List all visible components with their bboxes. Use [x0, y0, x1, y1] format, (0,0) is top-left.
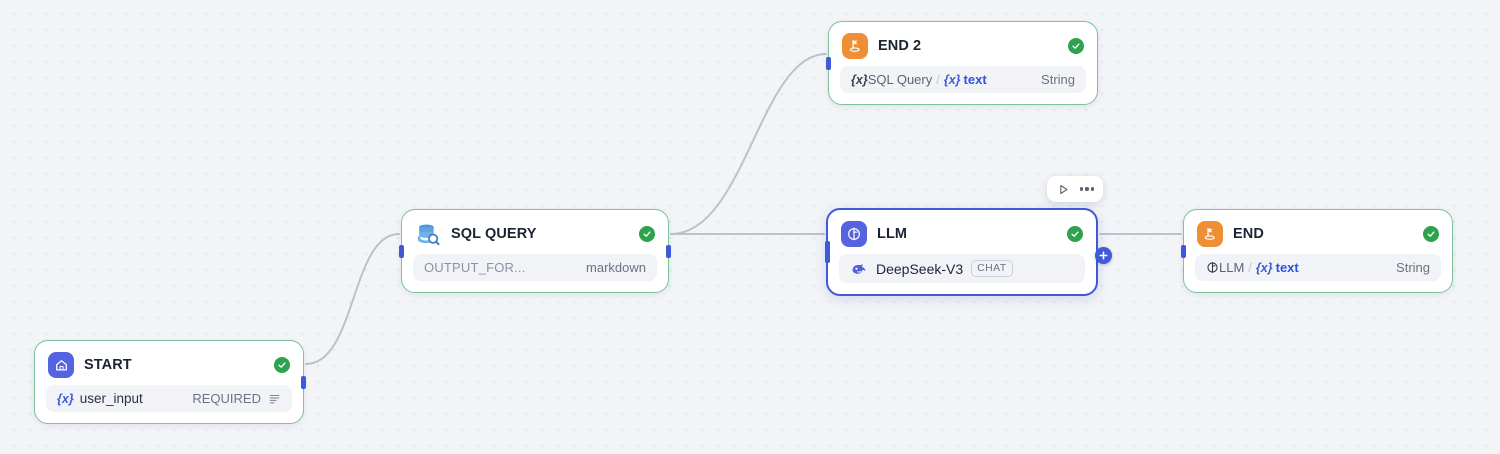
- node-llm[interactable]: LLM: [825, 208, 1112, 296]
- node-start-input-row[interactable]: {x} user_input REQUIRED: [46, 385, 292, 412]
- edge-start-to-sqlquery: [305, 233, 400, 365]
- node-end-input-handle[interactable]: [1181, 245, 1186, 258]
- deepseek-whale-icon: [850, 260, 868, 278]
- node-llm-model-row[interactable]: DeepSeek-V3 CHAT: [839, 254, 1085, 283]
- node-end2-title: END 2: [878, 38, 922, 54]
- home-icon: [48, 352, 74, 378]
- llm-circle-icon: [841, 221, 867, 247]
- node-end2-header: END 2: [829, 22, 1097, 66]
- node-start-header: START: [35, 341, 303, 385]
- node-end-output-row[interactable]: LLM / {x} text String: [1195, 254, 1441, 281]
- node-start-header-right: [274, 357, 290, 373]
- status-success-icon: [1423, 226, 1439, 242]
- node-start-title: START: [84, 357, 132, 373]
- node-end2-output-label: text: [963, 72, 987, 87]
- variable-token-icon: {x}: [1255, 260, 1273, 275]
- run-node-button[interactable]: [1052, 179, 1074, 199]
- node-start[interactable]: START {x} user_input REQUIRED: [34, 340, 306, 424]
- node-end2-output-row[interactable]: {x} SQL Query / {x} text String: [840, 66, 1086, 93]
- node-llm-model: DeepSeek-V3 CHAT: [850, 260, 1013, 278]
- node-llm-model-badge: CHAT: [971, 260, 1013, 277]
- variable-token-icon: {x}: [943, 72, 961, 87]
- database-search-icon: [415, 221, 441, 247]
- llm-circle-icon: [1206, 261, 1219, 274]
- flag-pin-icon: [842, 33, 868, 59]
- node-llm-header: LLM: [828, 210, 1096, 254]
- node-end-source-label: LLM: [1219, 260, 1245, 275]
- node-sql-query[interactable]: SQL QUERY OUTPUT_FOR... markdown: [399, 209, 671, 293]
- node-end2-body: {x} SQL Query / {x} text String: [829, 66, 1097, 104]
- node-start-required-badge: REQUIRED: [192, 391, 261, 406]
- node-start-output-handle[interactable]: [301, 376, 306, 389]
- add-next-node-button[interactable]: [1095, 247, 1112, 264]
- node-start-variable-name: user_input: [79, 391, 143, 406]
- node-end-output-source: LLM / {x} text: [1206, 260, 1299, 275]
- node-end2-output-source: {x} SQL Query / {x} text: [851, 72, 987, 87]
- path-separator: /: [1248, 260, 1252, 275]
- edge-sqlquery-to-end2: [670, 53, 827, 235]
- node-sql-query-output-handle[interactable]: [666, 245, 671, 258]
- node-end2-output-type: String: [1041, 72, 1075, 87]
- status-success-icon: [1067, 226, 1083, 242]
- node-end-title: END: [1233, 226, 1264, 242]
- node-end2-source-label: SQL Query: [867, 72, 933, 87]
- node-end-body: LLM / {x} text String: [1184, 254, 1452, 292]
- node-end-header-right: [1423, 226, 1439, 242]
- node-sql-query-output-row[interactable]: OUTPUT_FOR... markdown: [413, 254, 657, 281]
- node-end[interactable]: END: [1181, 209, 1453, 293]
- variable-token-icon: {x}: [851, 72, 868, 87]
- node-sql-query-field-value: markdown: [586, 260, 646, 275]
- variable-token-icon: {x}: [57, 391, 74, 406]
- node-end2-header-right: [1068, 38, 1084, 54]
- node-start-body: {x} user_input REQUIRED: [35, 385, 303, 423]
- node-sql-query-body: OUTPUT_FOR... markdown: [402, 254, 668, 292]
- node-end2[interactable]: END 2 {x} SQL Query / {x} text String: [826, 21, 1098, 105]
- ellipsis-icon: [1079, 187, 1095, 191]
- node-sql-query-title: SQL QUERY: [451, 226, 537, 242]
- node-sql-query-input-handle[interactable]: [399, 245, 404, 258]
- node-end-output-type: String: [1396, 260, 1430, 275]
- status-success-icon: [274, 357, 290, 373]
- node-llm-model-name: DeepSeek-V3: [876, 260, 964, 277]
- node-toolbar[interactable]: [1047, 176, 1103, 202]
- node-sql-query-header: SQL QUERY: [402, 210, 668, 254]
- node-start-variable: {x} user_input: [57, 391, 143, 406]
- path-separator: /: [936, 72, 940, 87]
- node-llm-input-handle[interactable]: [825, 241, 830, 263]
- node-llm-header-right: [1067, 226, 1083, 242]
- more-options-button[interactable]: [1076, 179, 1098, 199]
- status-success-icon: [639, 226, 655, 242]
- node-llm-body: DeepSeek-V3 CHAT: [828, 254, 1096, 294]
- node-end2-input-handle[interactable]: [826, 57, 831, 70]
- node-llm-title: LLM: [877, 226, 908, 242]
- node-sql-query-field-label: OUTPUT_FOR...: [424, 260, 526, 275]
- node-end-output-label: text: [1275, 260, 1299, 275]
- status-success-icon: [1068, 38, 1084, 54]
- paragraph-lines-icon: [268, 392, 281, 405]
- flag-pin-icon: [1197, 221, 1223, 247]
- node-end-header: END: [1184, 210, 1452, 254]
- node-sql-query-header-right: [639, 226, 655, 242]
